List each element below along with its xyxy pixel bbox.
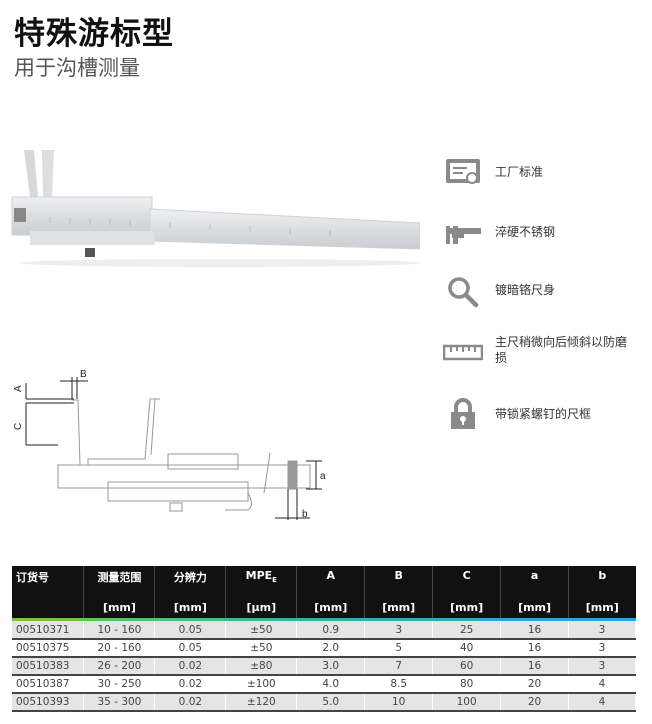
- col-mpe: MPEE[µm]: [225, 566, 298, 618]
- table-cell: 40: [432, 639, 502, 658]
- table-cell: 00510387: [12, 675, 85, 694]
- col-range: 测量范围[mm]: [83, 566, 156, 618]
- table-header-row: 订货号 测量范围[mm] 分辨力[mm] MPEE[µm] A[mm] B[mm…: [12, 566, 636, 618]
- table-cell: ±50: [225, 621, 298, 640]
- table-cell: 8.5: [364, 675, 434, 694]
- table-cell: 3: [364, 621, 434, 640]
- dim-label-b: b: [302, 509, 308, 520]
- col-order-no: 订货号: [12, 566, 85, 618]
- feature-item: 工厂标准: [443, 154, 635, 190]
- dim-label-B: B: [80, 369, 87, 380]
- table-cell: 16: [500, 621, 570, 640]
- col-a: a[mm]: [500, 566, 570, 618]
- table-cell: 3: [568, 639, 636, 658]
- table-cell: 100: [432, 693, 502, 712]
- feature-label: 淬硬不锈钢: [495, 225, 556, 239]
- certificate-icon: [443, 154, 483, 190]
- page-subtitle: 用于沟槽测量: [14, 56, 140, 80]
- feature-item: 淬硬不锈钢: [443, 216, 635, 252]
- table-cell: 26 - 200: [83, 657, 156, 676]
- table-cell: 0.05: [154, 639, 227, 658]
- table-cell: 16: [500, 639, 570, 658]
- feature-label: 工厂标准: [495, 165, 544, 179]
- col-b: b[mm]: [568, 566, 636, 618]
- ruler-icon: [443, 334, 483, 370]
- table-cell: 00510371: [12, 621, 85, 640]
- caliper-icon: [443, 216, 483, 252]
- dimension-diagram: A B C a b: [13, 369, 326, 520]
- feature-label: 镀暗铬尺身: [495, 283, 556, 297]
- col-C: C[mm]: [432, 566, 502, 618]
- table-cell: 4: [568, 693, 636, 712]
- table-cell: 20: [500, 693, 570, 712]
- spec-table: 订货号 测量范围[mm] 分辨力[mm] MPEE[µm] A[mm] B[mm…: [12, 566, 636, 712]
- dim-label-a: a: [320, 471, 326, 482]
- caliper-photo: [11, 150, 420, 267]
- table-cell: 00510393: [12, 693, 85, 712]
- col-A: A[mm]: [296, 566, 366, 618]
- header-accent-line: [12, 618, 636, 621]
- table-cell: 3: [568, 657, 636, 676]
- col-B: B[mm]: [364, 566, 434, 618]
- table-cell: 60: [432, 657, 502, 676]
- table-cell: 00510375: [12, 639, 85, 658]
- table-cell: 5.0: [296, 693, 366, 712]
- table-cell: 80: [432, 675, 502, 694]
- table-cell: 00510383: [12, 657, 85, 676]
- feature-label: 主尺稍微向后倾斜以防磨损: [495, 335, 628, 365]
- feature-label: 带锁紧螺钉的尺框: [495, 407, 592, 421]
- page-title: 特殊游标型: [14, 16, 174, 52]
- lock-icon: [443, 396, 483, 432]
- table-cell: 3.0: [296, 657, 366, 676]
- dim-label-A: A: [13, 385, 24, 392]
- table-cell: ±100: [225, 675, 298, 694]
- table-cell: 10 - 160: [83, 621, 156, 640]
- table-cell: 0.02: [154, 657, 227, 676]
- table-cell: ±50: [225, 639, 298, 658]
- dim-label-C: C: [13, 423, 24, 430]
- table-cell: 30 - 250: [83, 675, 156, 694]
- col-resolution: 分辨力[mm]: [154, 566, 227, 618]
- table-cell: ±120: [225, 693, 298, 712]
- table-cell: 10: [364, 693, 434, 712]
- table-cell: 0.02: [154, 693, 227, 712]
- table-cell: ±80: [225, 657, 298, 676]
- table-cell: 5: [364, 639, 434, 658]
- table-cell: 0.05: [154, 621, 227, 640]
- feature-item: 镀暗铬尺身: [443, 274, 635, 310]
- table-cell: 3: [568, 621, 636, 640]
- table-cell: 35 - 300: [83, 693, 156, 712]
- table-cell: 7: [364, 657, 434, 676]
- table-cell: 2.0: [296, 639, 366, 658]
- table-cell: 20 - 160: [83, 639, 156, 658]
- magnifier-icon: [443, 274, 483, 310]
- table-cell: 4: [568, 675, 636, 694]
- feature-item: 主尺稍微向后倾斜以防磨损: [443, 334, 635, 370]
- table-cell: 25: [432, 621, 502, 640]
- table-cell: 0.9: [296, 621, 366, 640]
- table-cell: 0.02: [154, 675, 227, 694]
- table-cell: 4.0: [296, 675, 366, 694]
- table-cell: 20: [500, 675, 570, 694]
- feature-item: 带锁紧螺钉的尺框: [443, 396, 635, 432]
- table-cell: 16: [500, 657, 570, 676]
